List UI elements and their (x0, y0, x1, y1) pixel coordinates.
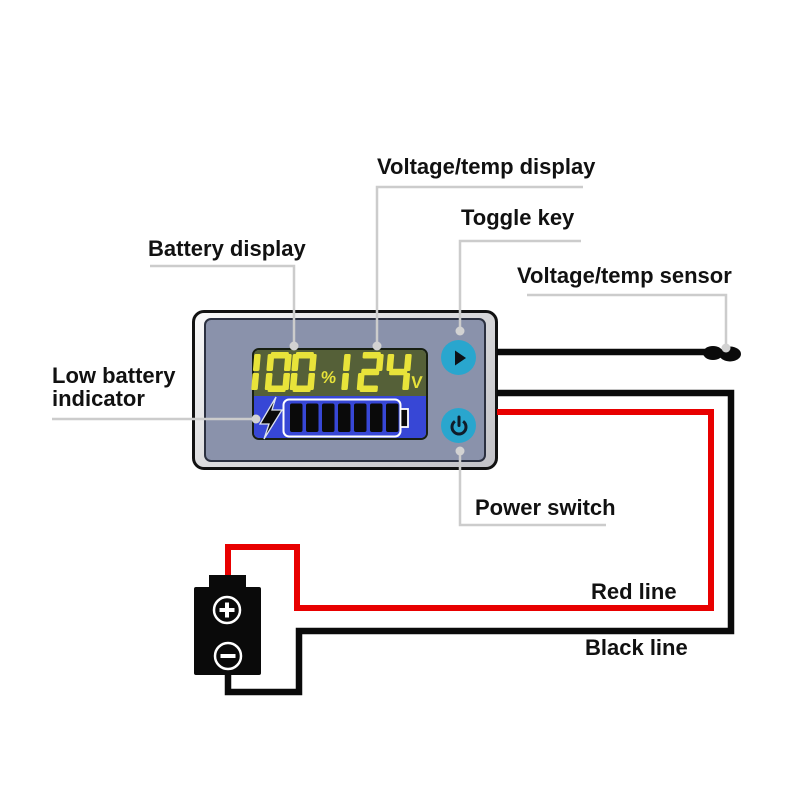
leader-dot (721, 343, 731, 353)
battery-plus-icon (212, 595, 242, 625)
percent-unit-label: % (320, 368, 337, 387)
label-low-battery-line2: indicator (52, 386, 145, 411)
voltage-unit-label: V (410, 373, 424, 392)
label-power-switch: Power switch (475, 495, 616, 520)
battery-minus-icon (213, 641, 243, 671)
label-voltage-temp-sensor: Voltage/temp sensor (517, 263, 732, 288)
lcd-screen (252, 348, 428, 440)
label-toggle-key: Toggle key (461, 205, 575, 230)
voltage-temp-display-area (254, 350, 426, 396)
label-low-battery-line1: Low battery (52, 363, 176, 388)
label-battery-display: Battery display (148, 236, 306, 261)
battery-display-area (254, 396, 426, 438)
label-voltage-temp-display: Voltage/temp display (377, 154, 596, 179)
toggle-key-button[interactable] (441, 340, 476, 375)
label-low-battery-indicator: Low battery indicator (52, 364, 175, 410)
sensor-probe-icon (703, 346, 741, 362)
power-icon (450, 415, 467, 435)
battery-symbol (194, 575, 261, 675)
label-red-line: Red line (591, 579, 677, 604)
label-black-line: Black line (585, 635, 688, 660)
play-icon (454, 350, 466, 365)
power-switch-button[interactable] (441, 408, 476, 443)
leader-voltage-temp-sensor (527, 293, 728, 344)
